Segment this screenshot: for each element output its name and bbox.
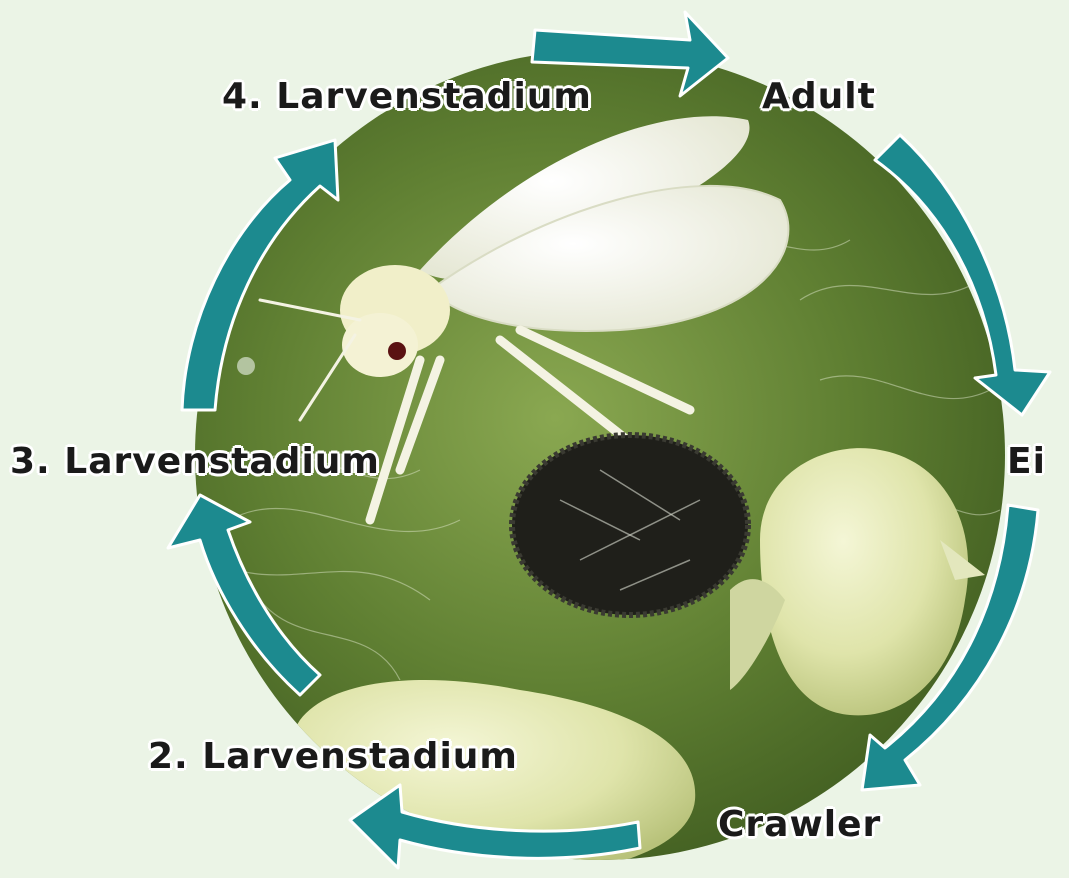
stage-label-egg: Ei: [1007, 441, 1046, 482]
stage-label-larva-3: 3. Larvenstadium: [10, 441, 380, 482]
stage-label-larva-4: 4. Larvenstadium: [222, 76, 592, 117]
stage-label-crawler: Crawler: [718, 804, 881, 845]
light-reflection: [237, 357, 255, 375]
stage-label-larva-2: 2. Larvenstadium: [148, 736, 518, 777]
stage-label-adult: Adult: [762, 76, 876, 117]
pupa: [512, 435, 748, 615]
